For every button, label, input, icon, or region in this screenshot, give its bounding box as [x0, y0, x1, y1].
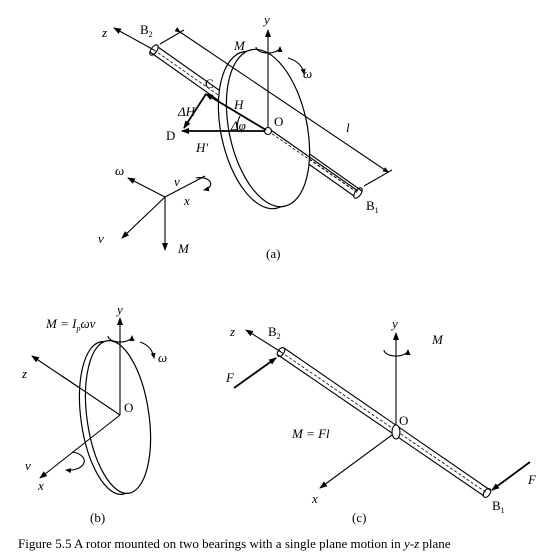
panel-a: z B2 y M ω l C D O H ΔH H′ Δφ B1	[98, 12, 393, 261]
y-label-c: y	[390, 316, 398, 331]
force-arrow-left	[233, 357, 277, 389]
l-label-a: l	[346, 120, 350, 135]
z-label-b: z	[21, 366, 27, 381]
delta-phi-arc	[236, 115, 241, 132]
y-label-a: y	[262, 12, 270, 27]
omega-curl-a	[287, 57, 306, 75]
h-vector	[205, 93, 267, 131]
shaft-c	[276, 347, 492, 498]
o-label-b: O	[124, 400, 133, 415]
y-label-b: y	[115, 302, 123, 317]
v-small-label: v	[174, 174, 180, 189]
length-dimension-a	[174, 27, 389, 173]
panel-b: y z x v ω M = Ipωv O (b)	[21, 302, 167, 525]
m-eq-label-c: M = Fl	[291, 426, 330, 441]
c-label: C	[205, 76, 214, 91]
x-label-b: x	[37, 478, 44, 493]
m-small-label: M	[177, 241, 190, 256]
m-label-a: M	[233, 38, 246, 53]
force-arrow-right	[491, 461, 531, 491]
center-disk-c	[391, 424, 401, 440]
panel-a-label: (a)	[266, 246, 280, 261]
d-label: D	[166, 128, 175, 143]
x-axis-c	[319, 431, 397, 489]
omega-curl-b	[139, 341, 156, 359]
b2-label-a: B2	[140, 22, 153, 39]
moment-curl-c	[383, 349, 411, 357]
x-axis-b	[39, 414, 121, 479]
omega-label-a: ω	[303, 66, 312, 81]
delta-h-label: ΔH	[177, 104, 196, 119]
z-label-c: z	[229, 324, 235, 339]
h-prime-label: H′	[195, 140, 208, 155]
x-label-a: x	[183, 193, 190, 208]
f-label-left: F	[225, 370, 235, 385]
small-triad-a	[121, 175, 212, 251]
omega-small-label: ω	[115, 163, 124, 178]
b2-label-c: B2	[268, 324, 281, 341]
f-label-right: F	[527, 472, 537, 487]
v-big-label: v	[98, 231, 104, 246]
h-label: H	[233, 97, 244, 112]
v-label-b: v	[25, 458, 31, 473]
o-label-c: O	[399, 413, 408, 428]
o-label-a: O	[274, 114, 283, 129]
m-label-c: M	[431, 332, 444, 347]
b1-label-c: B1	[492, 498, 505, 515]
panel-b-label: (b)	[90, 510, 105, 525]
delta-phi-label: Δφ	[230, 118, 246, 133]
omega-label-b: ω	[158, 350, 167, 365]
z-label-a: z	[101, 25, 107, 40]
x-label-c: x	[311, 491, 318, 506]
figure-caption: Figure 5.5 A rotor mounted on two bearin…	[18, 536, 451, 551]
delta-h-vector	[183, 93, 207, 129]
z-axis-a	[113, 27, 155, 51]
panel-c: z B2 y M x F F O M = Fl B1 (c)	[225, 316, 537, 525]
b1-label-a: B1	[366, 198, 379, 215]
moment-curl-b	[107, 335, 135, 343]
m-eq-label-b: M = Ipωv	[45, 316, 96, 333]
panel-c-label: (c)	[352, 510, 366, 525]
v-curl-b	[65, 451, 85, 474]
z-axis-c	[245, 329, 282, 353]
